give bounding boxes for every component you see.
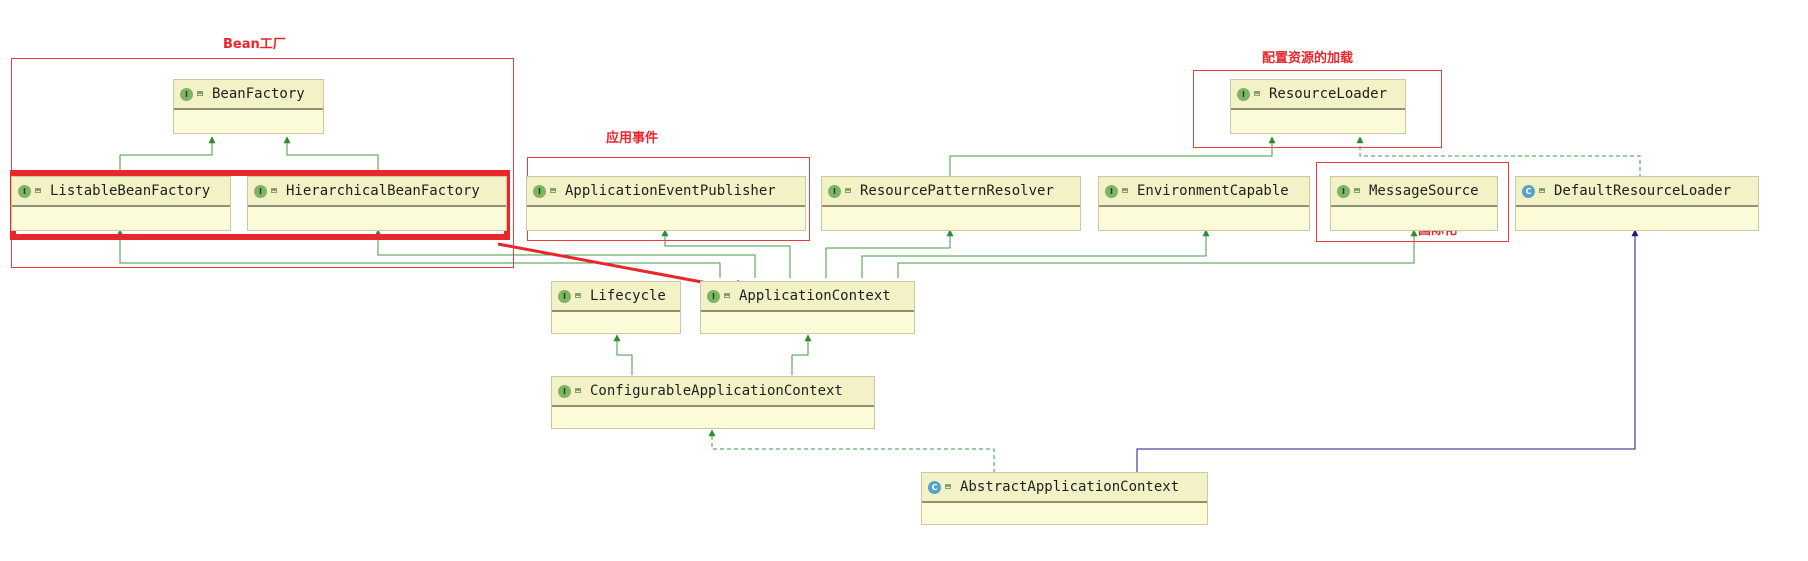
- interface-icon: I: [707, 289, 720, 303]
- public-visibility-icon: [944, 482, 954, 492]
- public-visibility-icon: [196, 89, 206, 99]
- node-configurableapplicationcontext[interactable]: I ConfigurableApplicationContext: [551, 376, 875, 429]
- public-visibility-icon: [1253, 89, 1263, 99]
- public-visibility-icon: [1538, 186, 1548, 196]
- node-messagesource[interactable]: I MessageSource: [1330, 176, 1498, 231]
- node-beanfactory[interactable]: I BeanFactory: [173, 79, 324, 134]
- node-applicationcontext[interactable]: I ApplicationContext: [700, 281, 915, 334]
- public-visibility-icon: [549, 186, 559, 196]
- node-abstractapplicationcontext[interactable]: C AbstractApplicationContext: [921, 472, 1208, 525]
- edge-appcontext-to-environmentcapable: [861, 229, 1210, 278]
- public-visibility-icon: [844, 186, 854, 196]
- class-icon: C: [928, 480, 941, 494]
- resource-loading-group: [1193, 70, 1442, 148]
- interface-icon: I: [180, 87, 193, 101]
- node-name: BeanFactory: [212, 86, 305, 102]
- node-name: EnvironmentCapable: [1137, 183, 1289, 199]
- interface-icon: I: [558, 289, 571, 303]
- interface-icon: I: [254, 184, 267, 198]
- public-visibility-icon: [270, 186, 280, 196]
- node-name: ConfigurableApplicationContext: [590, 383, 843, 399]
- node-name: ResourceLoader: [1269, 86, 1388, 102]
- interface-icon: I: [1237, 87, 1250, 101]
- node-name: ApplicationContext: [739, 288, 891, 304]
- interface-icon: I: [533, 184, 546, 198]
- edge-configurable-to-lifecycle: [613, 334, 633, 375]
- bean-factory-group: [11, 58, 514, 268]
- public-visibility-icon: [34, 186, 44, 196]
- edge-abstract-to-defaultresourceloader: [1136, 229, 1639, 473]
- public-visibility-icon: [1121, 186, 1131, 196]
- edge-appcontext-to-eventpublisher: [661, 229, 791, 278]
- bean-factory-annotation: Bean工厂: [223, 37, 286, 52]
- interface-icon: I: [1105, 184, 1118, 198]
- node-applicationeventpublisher[interactable]: I ApplicationEventPublisher: [526, 176, 806, 231]
- node-hierarchicalbeanfactory[interactable]: I HierarchicalBeanFactory: [247, 176, 507, 231]
- edge-listable-to-beanfactory: [119, 136, 216, 172]
- node-name: AbstractApplicationContext: [960, 479, 1180, 495]
- edge-hierarchical-to-beanfactory: [283, 136, 379, 172]
- edge-appcontext-to-messagesource: [897, 229, 1418, 278]
- interface-icon: I: [558, 384, 571, 398]
- public-visibility-icon: [723, 291, 733, 301]
- node-lifecycle[interactable]: I Lifecycle: [551, 281, 681, 334]
- node-name: DefaultResourceLoader: [1554, 183, 1732, 199]
- edge-appcontext-to-hierarchical: [374, 229, 756, 278]
- node-name: HierarchicalBeanFactory: [286, 183, 480, 199]
- edge-appcontext-to-patternresolver: [825, 229, 954, 278]
- edge-abstract-to-configurable: [708, 429, 995, 473]
- node-environmentcapable[interactable]: I EnvironmentCapable: [1098, 176, 1310, 231]
- interface-icon: I: [1337, 184, 1350, 198]
- node-resourcepatternresolver[interactable]: I ResourcePatternResolver: [821, 176, 1081, 231]
- public-visibility-icon: [574, 386, 584, 396]
- class-icon: C: [1522, 184, 1535, 198]
- interface-icon: I: [18, 184, 31, 198]
- edge-appcontext-to-listable: [116, 229, 721, 278]
- node-defaultresourceloader[interactable]: C DefaultResourceLoader: [1515, 176, 1759, 231]
- node-name: Lifecycle: [590, 288, 666, 304]
- node-name: MessageSource: [1369, 183, 1479, 199]
- edge-defaultresourceloader-to-resourceloader: [1356, 136, 1641, 178]
- interface-icon: I: [828, 184, 841, 198]
- public-visibility-icon: [1353, 186, 1363, 196]
- node-name: ApplicationEventPublisher: [565, 183, 776, 199]
- edge-patternresolver-to-resourceloader: [949, 136, 1276, 178]
- node-name: ResourcePatternResolver: [860, 183, 1054, 199]
- resource-loading-annotation: 配置资源的加载: [1262, 51, 1354, 66]
- edge-configurable-to-appcontext: [791, 334, 812, 375]
- node-resourceloader[interactable]: I ResourceLoader: [1230, 79, 1406, 134]
- app-event-annotation: 应用事件: [606, 131, 659, 146]
- i18n-group: [1316, 162, 1509, 242]
- node-listablebeanfactory[interactable]: I ListableBeanFactory: [11, 176, 231, 231]
- node-name: ListableBeanFactory: [50, 183, 211, 199]
- public-visibility-icon: [574, 291, 584, 301]
